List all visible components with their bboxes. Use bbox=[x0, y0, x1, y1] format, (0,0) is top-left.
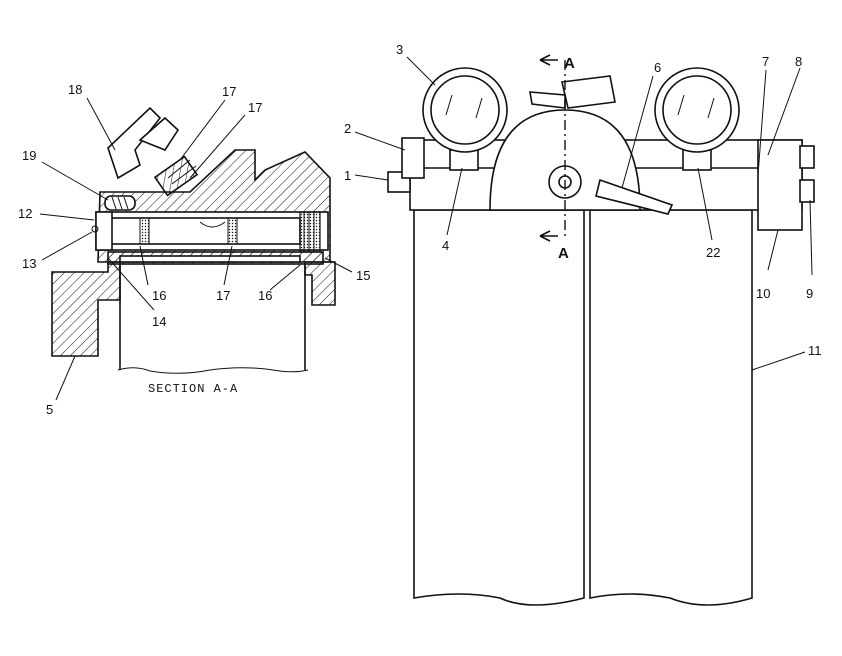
gauge-right bbox=[654, 67, 740, 171]
section-caption: SECTION A-A bbox=[148, 382, 238, 396]
left-boss bbox=[401, 137, 425, 179]
filter-canister-left bbox=[413, 209, 585, 606]
inlet-fitting bbox=[107, 106, 162, 180]
callout-13: 13 bbox=[22, 256, 36, 271]
callout-4: 4 bbox=[442, 238, 449, 253]
callout-19: 17 bbox=[222, 84, 236, 99]
callout-8: 8 bbox=[795, 54, 802, 69]
section-mark-bottom: A bbox=[558, 245, 569, 262]
section-view bbox=[51, 106, 336, 374]
housing-base-flange bbox=[51, 261, 121, 357]
section-leaders bbox=[39, 97, 353, 401]
filter-stub bbox=[119, 264, 306, 370]
end-plug bbox=[299, 211, 321, 253]
callout-1: 1 bbox=[344, 168, 351, 183]
callout-9: 9 bbox=[806, 286, 813, 301]
callout-20: 18 bbox=[68, 82, 82, 97]
front-view bbox=[387, 54, 815, 606]
callout-17a: 16 bbox=[152, 288, 166, 303]
callout-labels: 18 17 17 19 12 13 16 17 14 16 15 5 SECTI… bbox=[18, 42, 822, 417]
right-bracket bbox=[757, 139, 803, 231]
end-cap bbox=[95, 211, 113, 251]
spring bbox=[104, 195, 136, 211]
callout-14: 14 bbox=[152, 314, 166, 329]
callout-5: 5 bbox=[46, 402, 53, 417]
callout-6: 6 bbox=[654, 60, 661, 75]
spool bbox=[109, 217, 301, 245]
seal-ring-17a bbox=[139, 217, 150, 245]
callout-11: 11 bbox=[808, 343, 822, 358]
callout-2: 2 bbox=[344, 121, 351, 136]
callout-10: 10 bbox=[756, 286, 770, 301]
callout-16: 16 bbox=[258, 288, 272, 303]
callout-15: 15 bbox=[356, 268, 370, 283]
callout-12: 12 bbox=[18, 206, 32, 221]
housing-right-flange bbox=[304, 261, 336, 306]
callout-18: 17 bbox=[248, 100, 262, 115]
selector-handle bbox=[595, 178, 674, 215]
callout-17b: 17 bbox=[216, 288, 230, 303]
callout-22: 22 bbox=[706, 245, 720, 260]
top-fitting bbox=[561, 75, 616, 109]
callout-7: 7 bbox=[762, 54, 769, 69]
seal-ring-17b bbox=[227, 217, 238, 245]
filter-canister-right bbox=[589, 209, 753, 606]
callout-3: 3 bbox=[396, 42, 403, 57]
callout-21: 19 bbox=[22, 148, 36, 163]
front-leaders bbox=[354, 56, 813, 371]
gauge-left bbox=[422, 67, 508, 171]
section-mark-top: A bbox=[564, 55, 575, 72]
